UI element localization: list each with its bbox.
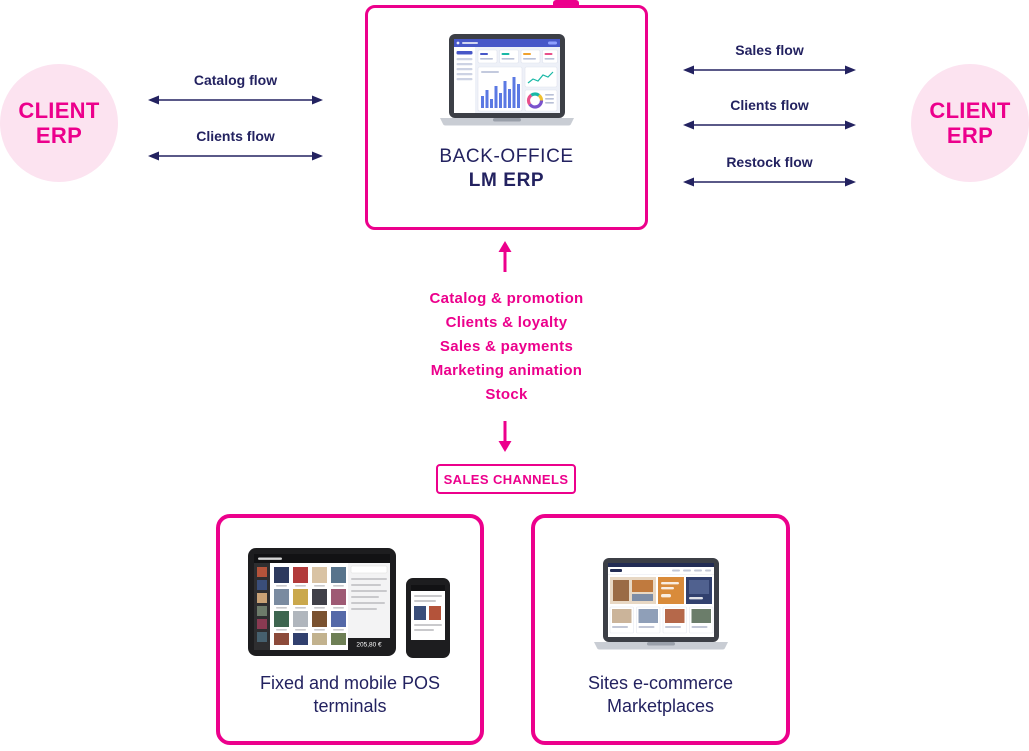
center-flow-item-catalog: Catalog & promotion — [429, 290, 584, 307]
center-flow-list: Catalog & promotion Clients & loyalty Sa… — [365, 287, 648, 407]
ecommerce-label: Sites e-commerce Marketplaces — [588, 672, 733, 718]
back-office-laptop-image — [439, 34, 574, 126]
center-flow-item-clients: Clients & loyalty — [445, 314, 568, 331]
pos-terminals-box: 205,80 € Fixed and mobile POS terminals — [216, 514, 484, 745]
ecommerce-laptop-image — [593, 558, 728, 650]
clients-flow-left-arrow-icon — [148, 151, 323, 161]
client-erp-left-line2: ERP — [35, 123, 83, 148]
restock-flow-label: Restock flow — [726, 154, 813, 170]
up-arrow-icon — [498, 241, 512, 272]
catalog-flow: Catalog flow — [148, 72, 323, 106]
center-flow-item-stock: Stock — [485, 386, 528, 403]
pos-terminals-label-line1: Fixed and mobile POS — [259, 673, 441, 693]
sales-channels-badge: SALES CHANNELS — [436, 464, 576, 494]
back-office-box: BACK-OFFICE LM ERP — [365, 5, 648, 230]
client-erp-left: CLIENT ERP — [0, 64, 118, 182]
pos-terminals-label-line2: terminals — [313, 696, 387, 716]
sales-flow-label: Sales flow — [735, 42, 804, 58]
sales-channels-label: SALES CHANNELS — [443, 471, 569, 487]
ecommerce-label-line1: Sites e-commerce — [587, 673, 734, 693]
clients-flow-right-arrow-icon — [683, 120, 856, 130]
back-office-subtitle: LM ERP — [468, 170, 545, 191]
pos-terminals-label: Fixed and mobile POS terminals — [260, 672, 440, 718]
catalog-flow-label: Catalog flow — [193, 72, 278, 88]
clients-flow-left: Clients flow — [148, 128, 323, 162]
client-erp-right: CLIENT ERP — [911, 64, 1029, 182]
back-office-title: BACK-OFFICE — [439, 146, 574, 167]
clients-flow-left-label: Clients flow — [196, 128, 275, 144]
clients-flow-right: Clients flow — [683, 97, 856, 131]
pos-receipt-total: 205,80 € — [356, 642, 382, 649]
ecommerce-label-line2: Marketplaces — [606, 696, 715, 716]
client-erp-right-line1: CLIENT — [929, 97, 1011, 123]
ecommerce-box: Sites e-commerce Marketplaces — [531, 514, 790, 745]
down-arrow-icon — [498, 421, 512, 452]
client-erp-left-line1: CLIENT — [18, 97, 100, 123]
center-flow-item-sales: Sales & payments — [439, 338, 574, 355]
sales-flow: Sales flow — [683, 42, 856, 76]
restock-flow: Restock flow — [683, 154, 856, 188]
client-erp-right-line2: ERP — [946, 123, 994, 148]
sales-flow-arrow-icon — [683, 65, 856, 75]
clients-flow-right-label: Clients flow — [730, 97, 809, 113]
pos-devices-image: 205,80 € — [247, 548, 450, 658]
catalog-flow-arrow-icon — [148, 95, 323, 105]
restock-flow-arrow-icon — [683, 177, 856, 187]
center-flow-item-marketing: Marketing animation — [430, 362, 583, 379]
